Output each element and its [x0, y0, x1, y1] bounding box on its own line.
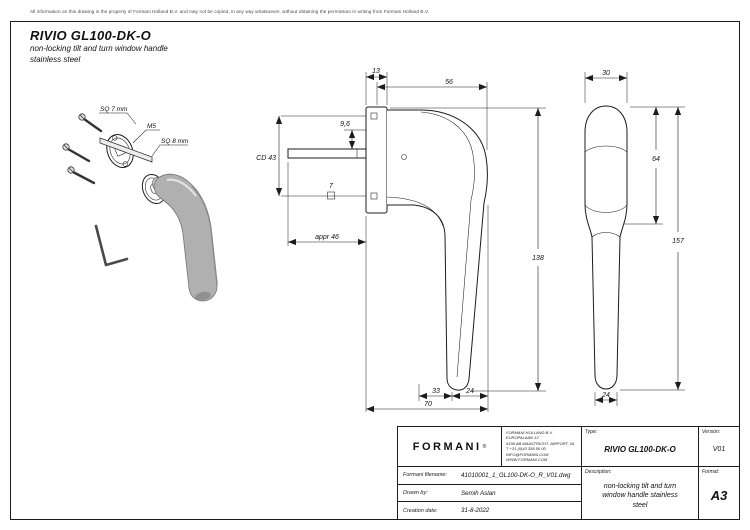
label-sq8: SQ 8 mm [161, 138, 189, 145]
format-value: A3 [710, 487, 728, 503]
filename-row: Formani filename: 41010001_1_GL100-DK-O_… [398, 467, 581, 485]
square-profile-symbol [327, 191, 335, 200]
handle-side-contour [420, 111, 475, 378]
side-view-extension-lines [281, 72, 546, 412]
mounting-screws [62, 113, 103, 185]
copyright-disclaimer: All information on this drawing is the p… [30, 9, 430, 14]
product-subtitle-line1: non-locking tilt and turn window handle [30, 44, 168, 53]
company-info-line: INFO@FORMANI.COM [506, 451, 549, 457]
creation-date-row: Creation date: 31-8-2022 [398, 502, 581, 519]
set-screw [401, 154, 407, 160]
drawn-by-value: Semih Aslan [461, 489, 496, 497]
handle-neck-contour [386, 196, 444, 227]
screw-hole-top [370, 112, 378, 120]
type-label: Type: [585, 429, 598, 435]
format-cell: Format: A3 [699, 467, 739, 519]
dim-9-6: 9,6 [340, 121, 350, 128]
dim-138: 138 [532, 255, 544, 262]
product-title: RIVIO GL100-DK-O [30, 28, 152, 43]
dim-13: 13 [372, 68, 380, 75]
dim-cd43: CD 43 [256, 155, 276, 162]
dim-70: 70 [424, 401, 432, 408]
dim-64: 64 [652, 156, 660, 163]
front-view-dimensions: 30 64 157 24 [585, 70, 685, 404]
label-m5: M5 [147, 123, 156, 130]
filename-label: Formani filename: [403, 472, 448, 479]
description-value: non-locking tilt and turn window handle … [602, 482, 678, 509]
company-info-line: 6199 AB MAASTRICHT- AIRPORT, NL [506, 440, 575, 446]
product-subtitle-line2: stainless steel [30, 55, 81, 65]
dim-24-side: 24 [465, 388, 474, 395]
front-grip-arc [591, 232, 621, 238]
dim-30: 30 [602, 70, 610, 77]
front-cap-arc [584, 145, 628, 153]
sheet-border [10, 21, 740, 520]
drawn-by-row: Drawn by: Semih Aslan [398, 485, 581, 503]
version-value: V01 [712, 445, 726, 453]
formani-logo: FORMANI [412, 440, 482, 453]
title-block: FORMANI® FORMANI HOLLAND B.V. EUROPALAAN… [397, 426, 740, 520]
side-view: 13 56 9,6 CD 43 7 appr 46 138 33 24 [256, 68, 546, 413]
registered-mark: ® [482, 443, 487, 450]
label-sq7: SQ 7 mm [100, 106, 128, 113]
description-label: Description: [585, 469, 612, 475]
rosette-plate-profile [365, 106, 388, 214]
front-rose-bottom-arc [584, 204, 628, 213]
company-info-line: T +31 (0)43 358 50 00 [506, 446, 546, 452]
dim-24-front: 24 [601, 392, 610, 399]
spindle-square-bar [99, 137, 153, 163]
filename-value: 41010001_1_GL100-DK-O_R_V01.dwg [461, 471, 571, 479]
side-view-dimensions: 13 56 9,6 CD 43 7 appr 46 138 33 24 [256, 68, 544, 413]
company-info-line: WWW.FORMANI.COM [506, 456, 548, 462]
type-cell: Type: RIVIO GL100-DK-O [582, 427, 699, 466]
version-label: Version: [702, 429, 721, 435]
dim-157: 157 [672, 238, 685, 245]
creation-date-value: 31-8-2022 [461, 507, 490, 515]
format-label: Format: [702, 469, 720, 475]
creation-date-label: Creation date: [403, 507, 438, 514]
title-block-left: FORMANI® FORMANI HOLLAND B.V. EUROPALAAN… [398, 427, 582, 519]
version-cell: Version: V01 [699, 427, 739, 466]
description-cell: Description: non-locking tilt and turn w… [582, 467, 699, 519]
title-block-right: Type: RIVIO GL100-DK-O Version: V01 Desc… [582, 427, 739, 519]
handle-side-outline [387, 109, 488, 391]
type-value: RIVIO GL100-DK-O [604, 444, 676, 454]
company-info-line: EUROPALAAN 12 [506, 435, 539, 441]
drawn-by-label: Drawn by: [403, 490, 428, 496]
allen-key [94, 224, 129, 267]
front-view: 30 64 157 24 [584, 70, 685, 406]
handle-3d [152, 173, 218, 302]
exploded-labels: SQ 7 mm M5 SQ 8 mm [99, 106, 189, 157]
dim-33: 33 [432, 388, 440, 395]
dim-56: 56 [445, 79, 453, 86]
logo-cell: FORMANI® [398, 427, 502, 466]
exploded-view: SQ 7 mm M5 SQ 8 mm [62, 106, 218, 302]
screw-hole-bottom [370, 192, 378, 200]
company-info: FORMANI HOLLAND B.V. EUROPALAAN 12 6199 … [502, 427, 581, 466]
company-info-line: FORMANI HOLLAND B.V. [506, 430, 553, 435]
dim-7: 7 [329, 183, 334, 190]
drawing-header: RIVIO GL100-DK-O non-locking tilt and tu… [30, 28, 168, 66]
dim-appr46: appr 46 [315, 234, 339, 241]
spindle-profile [287, 148, 367, 159]
